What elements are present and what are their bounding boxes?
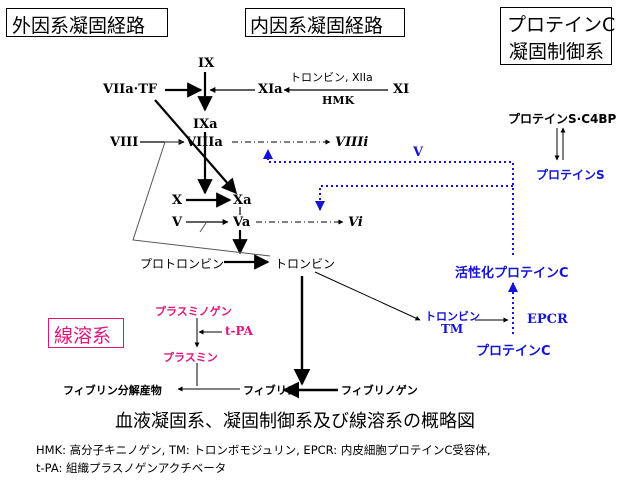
caption-legend-2: t-PA: 組織プラスノゲンアクチベータ bbox=[36, 461, 227, 475]
apc-inhibition-path bbox=[263, 149, 514, 255]
factor-x: X bbox=[172, 193, 183, 208]
header-proteinc-line2: 凝固制御系 bbox=[509, 41, 605, 63]
header-fibrinolysis: 線溶系 bbox=[54, 325, 112, 347]
label-thrombin-xiia: トロンビン, XIIa bbox=[290, 71, 373, 84]
label-activated-proteinc: 活性化プロテインC bbox=[455, 266, 569, 281]
header-extrinsic-box: 外因系凝固経路 bbox=[6, 8, 168, 37]
label-fibrin: フィブリン bbox=[243, 384, 298, 397]
feedback-thrombin-va bbox=[199, 222, 207, 233]
arrow-thrombin-tm bbox=[314, 271, 421, 321]
label-fdp: フィブリン分解産物 bbox=[63, 384, 162, 397]
header-fibrinolysis-box: 線溶系 bbox=[48, 318, 124, 348]
factor-viia-tf: VIIa·TF bbox=[103, 82, 158, 97]
label-v-blue: V bbox=[413, 145, 424, 160]
label-proteinc: プロテインC bbox=[476, 344, 551, 359]
feedback-thrombin-viiia bbox=[132, 141, 271, 257]
arrow-viiatf-x bbox=[154, 99, 238, 195]
header-intrinsic: 内因系凝固経路 bbox=[250, 15, 384, 37]
header-proteinc-line1: プロテインC bbox=[507, 14, 616, 36]
label-thrombin-tm-1: トロンビン bbox=[425, 310, 480, 323]
label-plasmin: プラスミン bbox=[163, 351, 218, 364]
label-fibrinogen: フィブリノゲン bbox=[341, 384, 418, 397]
label-tpa: t-PA bbox=[225, 324, 253, 338]
label-proteins: プロテインS bbox=[536, 168, 605, 182]
factor-viii: VIII bbox=[110, 135, 139, 150]
label-plasminogen: プラスミノゲン bbox=[155, 305, 232, 318]
factor-viiii: VIIIi bbox=[335, 135, 369, 150]
apc-inhibition-va bbox=[315, 185, 513, 211]
factor-ixa: IXa bbox=[193, 117, 218, 132]
caption-title: 血液凝固系、凝固制御系及び線溶系の概略図 bbox=[115, 411, 475, 432]
header-intrinsic-box: 内因系凝固経路 bbox=[245, 8, 405, 37]
caption-legend-1: HMK: 高分子キニノゲン, TM: トロンボモジュリン, EPCR: 内皮細胞… bbox=[36, 443, 491, 457]
factor-ix: IX bbox=[198, 56, 215, 71]
label-epcr: EPCR bbox=[527, 312, 568, 327]
factor-xia: XIa bbox=[258, 82, 283, 97]
factor-xa: Xa bbox=[233, 193, 252, 208]
factor-viiia: VIIIa bbox=[186, 135, 223, 150]
factor-v: V bbox=[172, 215, 183, 230]
factor-vi: Vi bbox=[348, 215, 363, 230]
label-proteins-c4bp: プロテインS·C4BP bbox=[508, 112, 617, 126]
header-extrinsic: 外因系凝固経路 bbox=[12, 15, 146, 37]
factor-prothrombin: プロトロンビン bbox=[140, 257, 225, 271]
label-hmk: HMK bbox=[322, 94, 355, 107]
header-proteinc-box: プロテインC 凝固制御系 bbox=[500, 7, 616, 65]
factor-va: Va bbox=[233, 215, 251, 230]
label-thrombin-tm-2: TM bbox=[441, 322, 464, 336]
factor-thrombin: トロンビン bbox=[275, 257, 336, 271]
factor-xi: XI bbox=[393, 82, 410, 97]
